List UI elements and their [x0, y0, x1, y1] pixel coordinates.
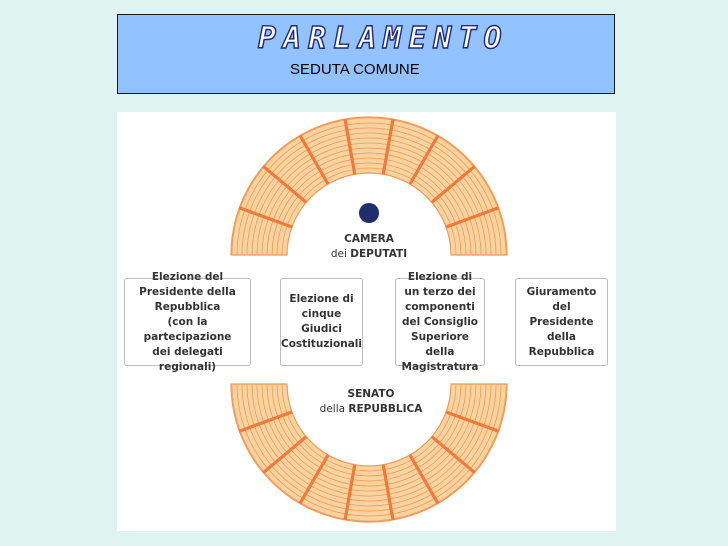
camera-seat-row	[256, 142, 482, 256]
camera-subtitle-prefix: dei	[330, 248, 351, 260]
senato-seat-row	[261, 383, 477, 492]
camera-seat-row	[241, 127, 497, 256]
function-box-elezione-presidente: Elezione del Presidente della Repubblica…	[124, 271, 251, 373]
camera-aisle	[408, 134, 440, 185]
senato-aisle	[430, 435, 476, 474]
senato-aisle	[262, 435, 308, 474]
camera-aisle	[381, 118, 395, 175]
senato-subtitle: della REPUBBLICA	[307, 402, 435, 417]
camera-seat-row	[246, 132, 492, 256]
function-box-consiglio-superiore: Elezione di un terzo dei componenti del …	[395, 271, 485, 373]
senato-seat-row	[271, 383, 467, 482]
camera-aisle	[445, 206, 500, 229]
camera-subtitle-name: DEPUTATI	[350, 248, 408, 260]
camera-seat-row	[231, 117, 507, 256]
camera-aisle	[343, 118, 357, 175]
hemicycle-drawing	[230, 116, 508, 523]
camera-aisle	[238, 206, 293, 229]
camera-seat-row	[266, 152, 472, 256]
camera-aisle	[298, 134, 330, 185]
title-box: PARLAMENTO SEDUTA COMUNE	[117, 14, 615, 94]
senato-seat-row	[246, 383, 492, 507]
camera-seat-row	[271, 157, 467, 256]
senato-seating-band	[230, 383, 508, 523]
senato-aisle	[408, 454, 440, 505]
senato-seat-row	[236, 383, 502, 517]
senato-seat-row	[231, 383, 507, 522]
senato-subtitle-prefix: della	[319, 403, 349, 415]
camera-aisle	[430, 165, 476, 204]
senato-aisle	[445, 410, 500, 433]
senato-label: SENATO della REPUBBLICA	[307, 387, 435, 417]
senato-seat-row	[256, 383, 482, 497]
page-subtitle: SEDUTA COMUNE	[290, 61, 420, 78]
senato-title: SENATO	[347, 388, 395, 400]
president-seat-dot	[359, 203, 379, 223]
function-box-giudici-costituzionali: Elezione di cinque Giudici Costituzional…	[280, 278, 363, 366]
camera-seating-band	[230, 116, 508, 256]
camera-label: CAMERA dei DEPUTATI	[317, 232, 421, 262]
senato-aisle	[238, 410, 293, 433]
camera-seat-row	[236, 122, 502, 256]
diagram-panel: CAMERA dei DEPUTATI Elezione del Preside…	[117, 112, 616, 531]
camera-title: CAMERA	[344, 233, 394, 245]
senato-seat-row	[251, 383, 487, 502]
senato-seat-row	[276, 383, 462, 477]
camera-seat-row	[281, 167, 457, 256]
camera-seat-row	[261, 147, 477, 256]
senato-aisle	[298, 454, 330, 505]
senato-aisle	[381, 464, 395, 521]
camera-seat-row	[251, 137, 487, 256]
senato-seat-row	[241, 383, 497, 512]
camera-subtitle: dei DEPUTATI	[317, 247, 421, 262]
senato-aisle	[343, 464, 357, 521]
senato-seat-row	[281, 383, 457, 472]
senato-subtitle-name: REPUBBLICA	[348, 403, 423, 415]
camera-seat-row	[276, 162, 462, 256]
function-box-giuramento-presidente: Giuramento del Presidente della Repubbli…	[515, 278, 608, 366]
page-title: PARLAMENTO	[257, 20, 509, 56]
senato-seat-row	[266, 383, 472, 487]
camera-aisle	[262, 165, 308, 204]
